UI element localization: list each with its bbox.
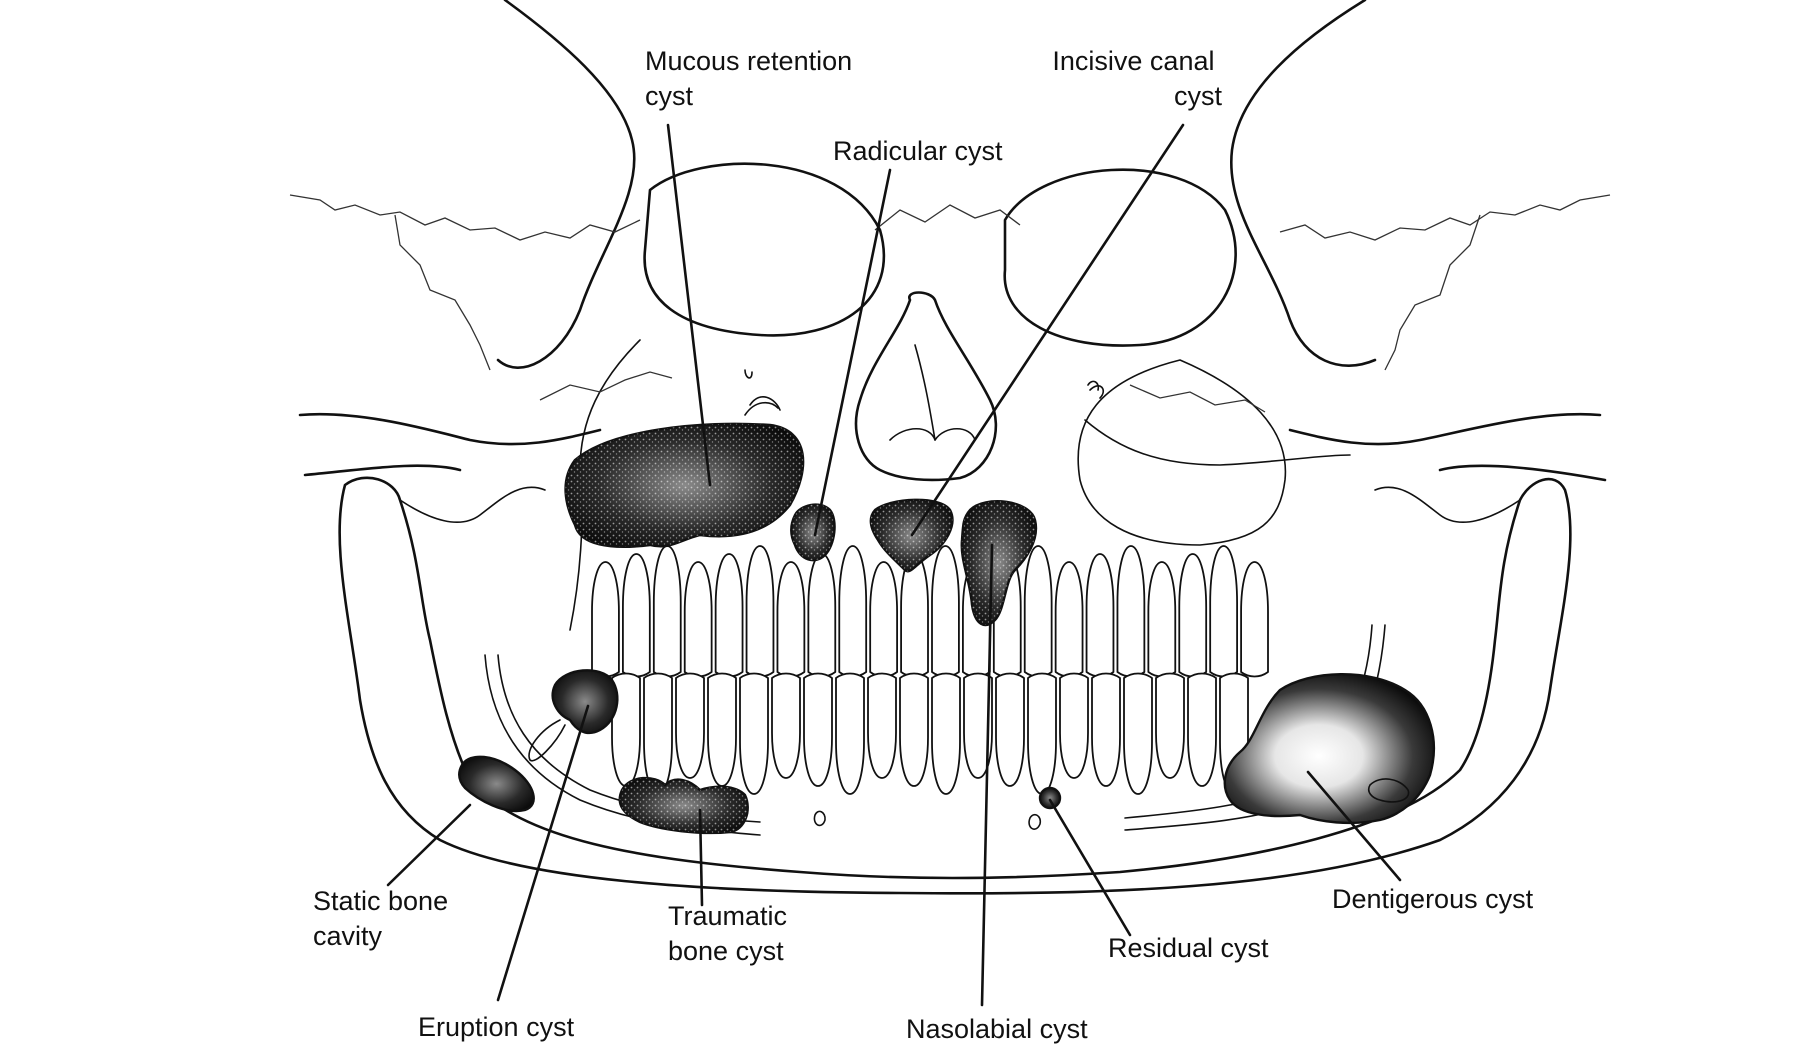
lower-tooth-10 (899, 672, 929, 787)
dentigerous-cyst-lesion (1223, 673, 1436, 825)
lower-tooth-18 (1155, 672, 1185, 779)
label-radicular-cyst: Radicular cyst (833, 136, 1003, 166)
mucous-retention-cyst-dots (565, 423, 804, 547)
label-traumatic-bone-cyst: Traumatic bone cyst (668, 901, 795, 966)
lower-tooth-14 (1027, 672, 1057, 795)
leader-dentigerous (1306, 770, 1402, 882)
lower-tooth-7 (803, 672, 833, 787)
upper-tooth-19 (1147, 561, 1177, 678)
label-nasolabial-cyst: Nasolabial cyst (906, 1014, 1088, 1044)
label-incisive-canal-cyst: Incisive canal cyst (1052, 46, 1222, 111)
lower-tooth-15 (1059, 672, 1089, 779)
leader-eruption (496, 704, 590, 1002)
skull-outline (298, 0, 1607, 631)
label-mucous-retention-cyst: Mucous retention cyst (645, 46, 860, 111)
upper-tooth-2 (622, 553, 651, 678)
upper-tooth-1 (591, 561, 620, 678)
labels: Mucous retention cyst Incisive canal cys… (313, 46, 1534, 1044)
upper-tooth-5 (714, 553, 744, 678)
right-orbit (643, 162, 886, 337)
label-dentigerous-cyst: Dentigerous cyst (1332, 884, 1534, 914)
upper-tooth-4 (683, 561, 713, 678)
lower-tooth-17 (1123, 672, 1153, 795)
upper-tooth-3 (652, 545, 682, 678)
static-bone-cavity-lesion (458, 755, 535, 813)
upper-tooth-20 (1178, 553, 1208, 678)
nasal-cavity (854, 291, 998, 482)
upper-tooth-7 (776, 561, 806, 678)
upper-tooth-17 (1085, 553, 1115, 678)
label-residual-cyst: Residual cyst (1108, 933, 1269, 963)
lower-tooth-2 (643, 672, 673, 795)
cranial-sutures (289, 194, 1611, 413)
upper-tooth-11 (900, 553, 929, 678)
lower-tooth-19 (1187, 672, 1217, 787)
lesions (458, 401, 1436, 835)
leader-lines (386, 123, 1402, 1007)
label-eruption-cyst: Eruption cyst (418, 1012, 575, 1042)
lower-tooth-13 (995, 672, 1025, 787)
leader-radicular (813, 168, 892, 537)
upper-tooth-12 (931, 545, 960, 678)
leader-residual (1048, 798, 1132, 937)
upper-tooth-18 (1116, 545, 1146, 678)
label-static-bone-cavity: Static bone cavity (313, 886, 456, 951)
upper-tooth-9 (838, 545, 868, 678)
lower-tooth-1 (611, 672, 641, 787)
lower-tooth-4 (707, 672, 737, 787)
upper-tooth-10 (869, 561, 898, 678)
eruption-cyst-lesion (551, 669, 619, 735)
upper-tooth-16 (1054, 561, 1084, 678)
lower-tooth-6 (771, 672, 801, 779)
lower-tooth-5 (739, 672, 769, 795)
residual-cyst-lesion (1038, 786, 1062, 810)
lower-tooth-16 (1091, 672, 1121, 787)
lower-tooth-9 (867, 672, 897, 779)
leader-incisive-canal (910, 123, 1185, 537)
upper-tooth-15 (1023, 545, 1053, 678)
upper-tooth-8 (807, 553, 837, 678)
upper-teeth (591, 545, 1269, 678)
upper-tooth-6 (745, 545, 775, 678)
upper-tooth-22 (1240, 561, 1269, 678)
leader-nasolabial (980, 543, 994, 1007)
lower-tooth-3 (675, 672, 705, 779)
lower-tooth-11 (931, 672, 961, 795)
lower-teeth (611, 672, 1249, 795)
lower-tooth-8 (835, 672, 865, 795)
left-orbit (1003, 168, 1237, 347)
leader-static-bone (386, 803, 472, 887)
upper-tooth-21 (1209, 545, 1238, 678)
leader-mucous-retention (666, 123, 712, 487)
leader-traumatic (698, 808, 704, 907)
